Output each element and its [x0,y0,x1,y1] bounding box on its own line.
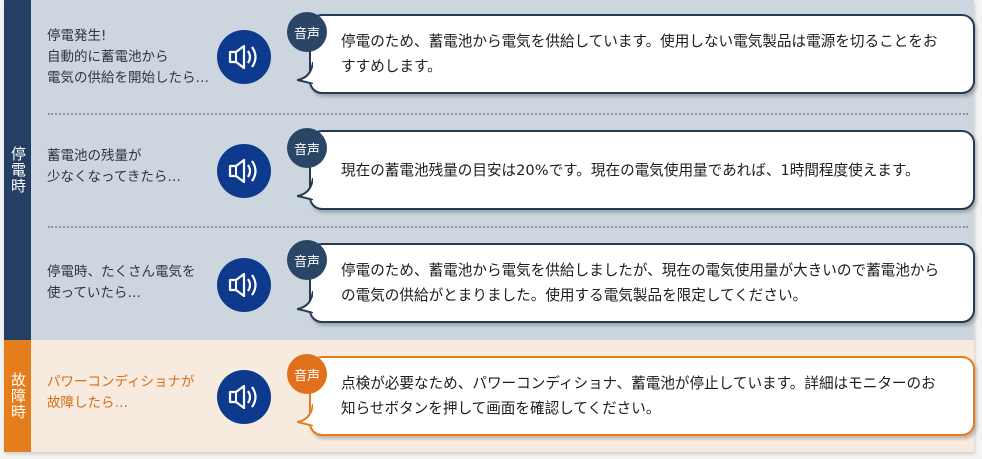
situation-line: 蓄電池の残量が [47,148,142,164]
bubble-tail [297,404,313,426]
voice-message-text: 点検が必要なため、パワーコンディショナ、蓄電池が停止しています。詳細はモニターの… [341,375,936,417]
fault-row-power-conditioner: パワーコンディショナが 故障したら… 音声 点検が必要なため、パワーコンディショ… [31,340,975,452]
fault-tab-label: 故障時 [4,340,31,452]
situation-line: 使っていたら… [47,285,141,301]
voice-message-bubble: 停電のため、蓄電池から電気を供給しています。使用しない電気製品は電源を切ることを… [297,14,975,94]
voice-message-text: 現在の蓄電池残量の目安は20%です。現在の電気使用量であれば、1時間程度使えます… [341,161,920,179]
fault-section: 故障時 パワーコンディショナが 故障したら… 音声 点検が必要なため、パワーコン… [4,340,975,452]
speaker-icon [217,258,271,312]
situation-text: 停電発生! 自動的に蓄電池から 電気の供給を開始したら… [47,26,209,89]
power-outage-section: 停電時 停電発生! 自動的に蓄電池から 電気の供給を開始したら… 音声 停電のた… [4,0,975,340]
row-divider [48,113,968,115]
bubble-tail [297,178,313,200]
voice-badge: 音声 [287,354,327,394]
voice-badge: 音声 [287,12,327,52]
outage-row-heavy-usage: 停電時、たくさん電気を 使っていたら… 音声 停電のため、蓄電池から電気を供給し… [31,230,975,340]
situation-text: 停電時、たくさん電気を 使っていたら… [47,262,196,304]
row-divider [48,226,968,228]
situation-line: 少なくなってきたら… [47,169,181,185]
outage-tab-label: 停電時 [4,0,31,340]
situation-line: パワーコンディショナが [47,374,195,390]
speaker-icon [217,30,271,84]
bubble-tail [297,62,313,84]
speaker-icon [217,370,271,424]
speaker-icon [217,144,271,198]
voice-message-text: 停電のため、蓄電池から電気を供給しています。使用しない電気製品は電源を切ることを… [341,33,938,75]
situation-line: 停電発生! [47,28,107,44]
outage-row-outage-started: 停電発生! 自動的に蓄電池から 電気の供給を開始したら… 音声 停電のため、蓄電… [31,0,975,112]
situation-text: 蓄電池の残量が 少なくなってきたら… [47,146,181,188]
voice-guidance-panel: 停電時 停電発生! 自動的に蓄電池から 電気の供給を開始したら… 音声 停電のた… [4,0,975,452]
voice-message-bubble: 現在の蓄電池残量の目安は20%です。現在の電気使用量であれば、1時間程度使えます… [297,130,975,210]
voice-message-bubble: 点検が必要なため、パワーコンディショナ、蓄電池が停止しています。詳細はモニターの… [297,356,975,436]
situation-text: パワーコンディショナが 故障したら… [47,372,195,414]
voice-badge: 音声 [287,128,327,168]
voice-message-text: 停電のため、蓄電池から電気を供給しましたが、現在の電気使用量が大きいので蓄電池か… [341,262,940,304]
situation-line: 停電時、たくさん電気を [47,264,196,280]
situation-line: 電気の供給を開始したら… [47,70,209,86]
bubble-tail [297,291,313,313]
situation-line: 自動的に蓄電池から [47,49,169,65]
voice-message-bubble: 停電のため、蓄電池から電気を供給しましたが、現在の電気使用量が大きいので蓄電池か… [297,243,975,323]
voice-badge: 音声 [287,240,327,280]
situation-line: 故障したら… [47,395,128,411]
outage-row-battery-low: 蓄電池の残量が 少なくなってきたら… 音声 現在の蓄電池残量の目安は20%です。… [31,116,975,226]
